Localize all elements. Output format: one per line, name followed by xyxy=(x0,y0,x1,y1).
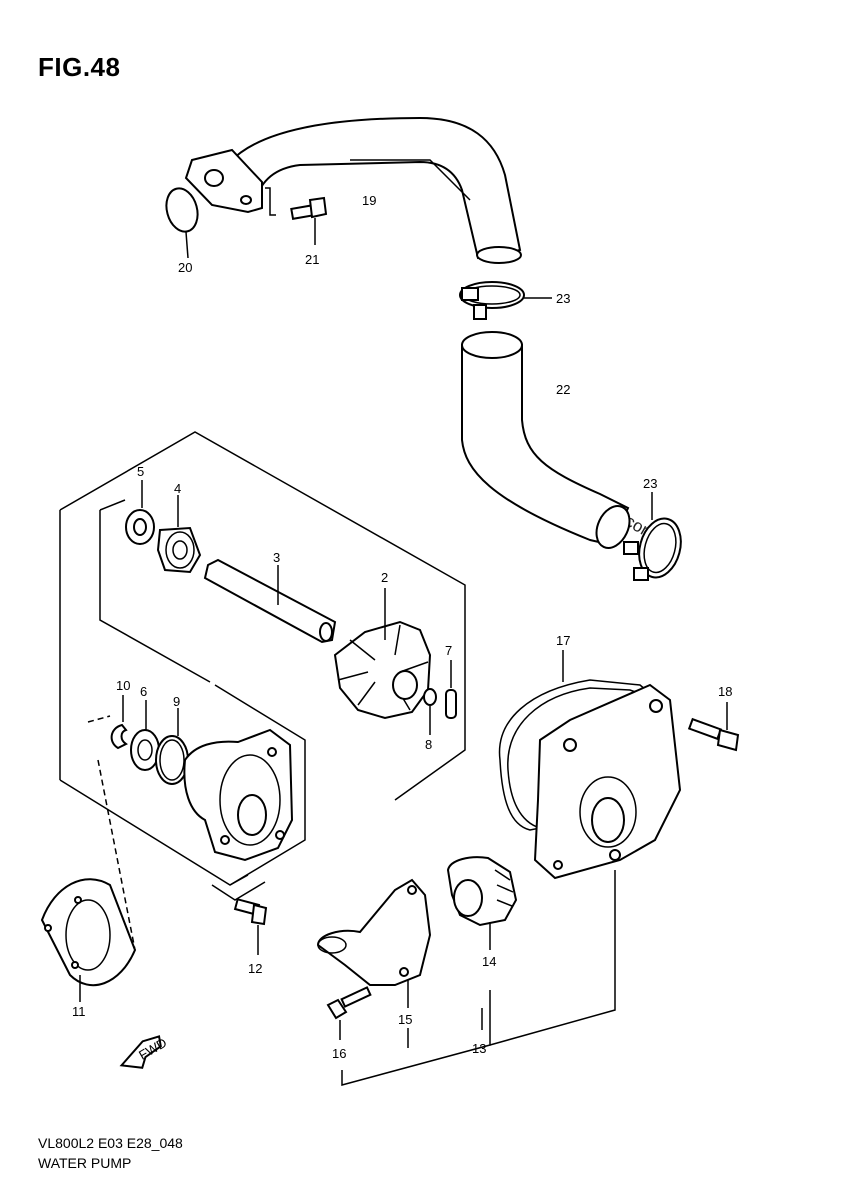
callout-22: 22 xyxy=(556,382,570,397)
callout-7: 7 xyxy=(445,643,452,658)
callout-4: 4 xyxy=(174,481,181,496)
gasket-17[interactable] xyxy=(498,679,659,831)
callout-17: 17 xyxy=(556,633,570,648)
bolt-21[interactable] xyxy=(290,196,328,220)
callout-16: 16 xyxy=(332,1046,346,1061)
callout-6: 6 xyxy=(140,684,147,699)
gasket-11[interactable] xyxy=(40,878,137,987)
forward-arrow-icon: FWD xyxy=(119,1035,169,1069)
circlip-10[interactable] xyxy=(110,723,128,750)
callout-10: 10 xyxy=(116,678,130,693)
impeller-2[interactable] xyxy=(333,620,432,720)
callout-21: 21 xyxy=(305,252,319,267)
bolt-18[interactable] xyxy=(687,717,740,752)
o-ring-20[interactable] xyxy=(162,185,202,235)
callout-18: 18 xyxy=(718,684,732,699)
mechanical-seal-4[interactable] xyxy=(156,526,202,574)
figure-title: FIG.48 xyxy=(38,52,121,82)
forward-arrow-label: FWD xyxy=(136,1035,169,1063)
callout-20: 20 xyxy=(178,260,192,275)
callout-9: 9 xyxy=(173,694,180,709)
thermostat-cover-15[interactable] xyxy=(316,878,432,986)
callout-23-lower: 23 xyxy=(643,476,657,491)
callout-2: 2 xyxy=(381,570,388,585)
bearing-6[interactable] xyxy=(130,729,160,771)
bolt-12[interactable] xyxy=(233,898,268,926)
callout-3: 3 xyxy=(273,550,280,565)
callout-19: 19 xyxy=(362,193,376,208)
bolt-16[interactable] xyxy=(326,986,372,1020)
o-ring-9[interactable] xyxy=(155,735,189,785)
washer-8[interactable] xyxy=(423,688,437,706)
water-hose-22[interactable] xyxy=(461,331,636,553)
callout-12: 12 xyxy=(248,961,262,976)
pump-case[interactable] xyxy=(183,728,294,862)
pump-shaft-3[interactable] xyxy=(203,558,337,644)
figure-name: WATER PUMP xyxy=(38,1155,132,1171)
water-pipe-19[interactable] xyxy=(184,116,522,264)
callout-13: 13 xyxy=(472,1041,486,1056)
callout-8: 8 xyxy=(425,737,432,752)
callout-11: 11 xyxy=(72,1004,86,1019)
callout-5: 5 xyxy=(137,464,144,479)
pin-7[interactable] xyxy=(445,689,457,719)
pump-cover[interactable] xyxy=(533,683,682,880)
oil-seal-5[interactable] xyxy=(125,509,155,545)
thermostat-14[interactable] xyxy=(446,856,518,927)
callout-23-upper: 23 xyxy=(556,291,570,306)
callout-14: 14 xyxy=(482,954,496,969)
hose-clamp-23-lower[interactable] xyxy=(623,514,687,582)
hose-clamp-23-upper[interactable] xyxy=(459,281,525,320)
callout-15: 15 xyxy=(398,1012,412,1027)
model-code: VL800L2 E03 E28_048 xyxy=(38,1135,183,1151)
